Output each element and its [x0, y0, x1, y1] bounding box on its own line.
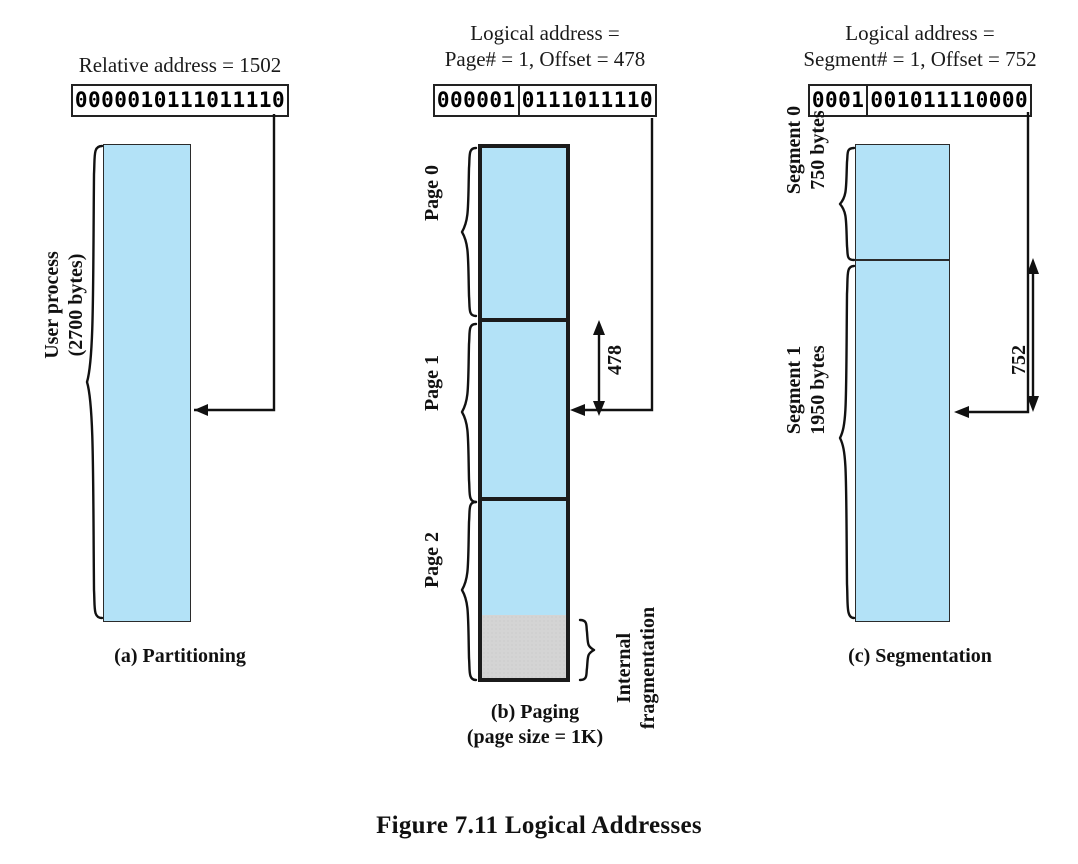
- paging-brace-page2: [460, 500, 478, 682]
- internal-fragmentation-block: [482, 615, 566, 678]
- segmentation-address-box: 0001 001011110000: [770, 84, 1070, 117]
- binary-field-page-number: 000001: [435, 86, 520, 115]
- paging-label-page-1: Page 1: [421, 354, 443, 412]
- binary-address-paging: 000001 0111011110: [432, 84, 658, 117]
- paging-brace-page0: [460, 146, 478, 318]
- figure-caption: Figure 7.11 Logical Addresses: [376, 812, 702, 839]
- paging-offset-label: 478: [604, 345, 626, 375]
- partitioning-caption: (a) Partitioning: [114, 645, 246, 667]
- paging-label-page-2: Page 2: [421, 531, 443, 589]
- segmentation-brace-segment1: [838, 264, 856, 620]
- binary-field-segment-number: 0001: [810, 86, 869, 115]
- paging-brace-page1: [460, 322, 478, 504]
- segmentation-brace-segment0: [838, 146, 856, 262]
- paging-memory-block: [478, 144, 570, 682]
- partitioning-brace-label: User process (2700 bytes): [41, 251, 87, 359]
- partitioning-address-box: 0000010111011110: [35, 84, 325, 117]
- segmentation-label-segment-0: Segment 0 750 bytes: [783, 105, 829, 195]
- segmentation-memory-block: [855, 144, 950, 622]
- partitioning-brace: [85, 144, 104, 620]
- paging-offset-arrow: [570, 118, 654, 416]
- paging-caption: (b) Paging (page size = 1K): [466, 701, 604, 748]
- partitioning-heading: Relative address = 1502: [78, 53, 282, 77]
- partitioning-pointer-arrow: [194, 114, 276, 416]
- binary-field-offset: 001011110000: [870, 88, 1029, 112]
- binary-field-offset: 0111011110: [521, 88, 654, 112]
- paging-label-page-0: Page 0: [421, 164, 443, 222]
- segmentation-caption: (c) Segmentation: [848, 645, 992, 667]
- segmentation-label-segment-1: Segment 1 1950 bytes: [783, 345, 829, 435]
- paging-fragmentation-brace: [578, 618, 596, 682]
- page-divider-0-1: [482, 318, 566, 322]
- segmentation-offset-label: 752: [1008, 345, 1030, 375]
- paging-address-box: 000001 0111011110: [400, 84, 690, 117]
- page-divider-1-2: [482, 497, 566, 501]
- binary-address-partitioning: 0000010111011110: [70, 84, 290, 117]
- binary-address-segmentation: 0001 001011110000: [807, 84, 1033, 117]
- paging-heading: Logical address = Page# = 1, Offset = 47…: [444, 21, 646, 71]
- segmentation-heading: Logical address = Segment# = 1, Offset =…: [803, 21, 1037, 71]
- binary-field-full-address: 0000010111011110: [74, 88, 286, 112]
- segmentation-offset-arrow: [954, 112, 1039, 418]
- segment-divider-0-1: [856, 259, 949, 261]
- partitioning-memory-block: [103, 144, 191, 622]
